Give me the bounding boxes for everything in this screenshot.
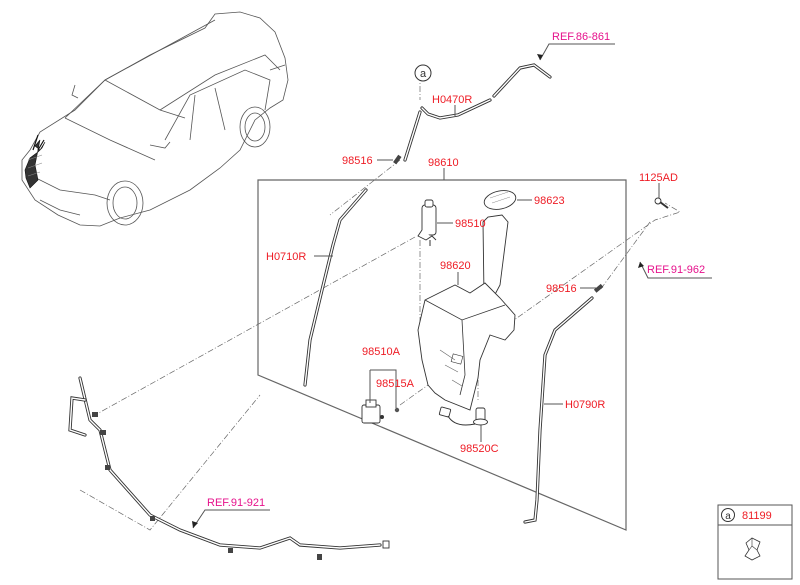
label-98510[interactable]: 98510 bbox=[455, 218, 486, 230]
hose-h0710r bbox=[303, 188, 368, 387]
vehicle-illustration bbox=[21, 11, 289, 227]
legend-marker: a bbox=[725, 511, 731, 522]
highlighted-reservoir-in-vehicle bbox=[24, 134, 46, 189]
label-h0790r[interactable]: H0790R bbox=[565, 399, 605, 411]
legend-box-81199: a 81199 bbox=[717, 504, 793, 580]
leader-ref-91-962 bbox=[639, 261, 712, 279]
label-h0710r[interactable]: H0710R bbox=[266, 251, 306, 263]
hose-h0790r bbox=[523, 296, 594, 524]
level-sensor-98520c bbox=[438, 406, 488, 426]
bolt-1125ad bbox=[654, 197, 669, 209]
ref-91-962[interactable]: REF.91-962 bbox=[647, 264, 705, 276]
leader-ref-91-921 bbox=[192, 509, 270, 529]
label-98623[interactable]: 98623 bbox=[534, 195, 565, 207]
svg-text:a: a bbox=[420, 68, 427, 80]
grommet-98515a bbox=[394, 407, 400, 413]
label-h0470r[interactable]: H0470R bbox=[432, 94, 472, 106]
label-1125ad[interactable]: 1125AD bbox=[639, 172, 678, 184]
label-98515a[interactable]: 98515A bbox=[376, 378, 415, 390]
clip-81199-icon bbox=[744, 537, 761, 561]
label-98620[interactable]: 98620 bbox=[440, 260, 471, 272]
cap-98623 bbox=[483, 190, 517, 210]
connector-98516-right bbox=[593, 283, 604, 293]
callout-a: a bbox=[414, 64, 432, 82]
lower-washer-hose bbox=[68, 376, 390, 560]
hose-h0470r bbox=[403, 63, 552, 162]
ref-91-921[interactable]: REF.91-921 bbox=[207, 497, 265, 509]
label-98516-right[interactable]: 98516 bbox=[546, 283, 577, 295]
assembly-lines bbox=[79, 75, 681, 531]
label-98510a[interactable]: 98510A bbox=[362, 346, 401, 358]
label-98520c[interactable]: 98520C bbox=[460, 443, 499, 455]
pump-98510 bbox=[417, 199, 437, 246]
pump-98510a bbox=[361, 399, 384, 424]
reservoir-98620 bbox=[417, 214, 516, 411]
connector-98516-left bbox=[393, 154, 402, 165]
assembly-frame bbox=[257, 179, 627, 531]
legend-part-number[interactable]: 81199 bbox=[742, 510, 772, 522]
label-98610[interactable]: 98610 bbox=[428, 157, 459, 169]
label-98516-left[interactable]: 98516 bbox=[342, 155, 373, 167]
ref-86-861[interactable]: REF.86-861 bbox=[552, 31, 610, 43]
leader-ref-86-861 bbox=[539, 43, 615, 61]
